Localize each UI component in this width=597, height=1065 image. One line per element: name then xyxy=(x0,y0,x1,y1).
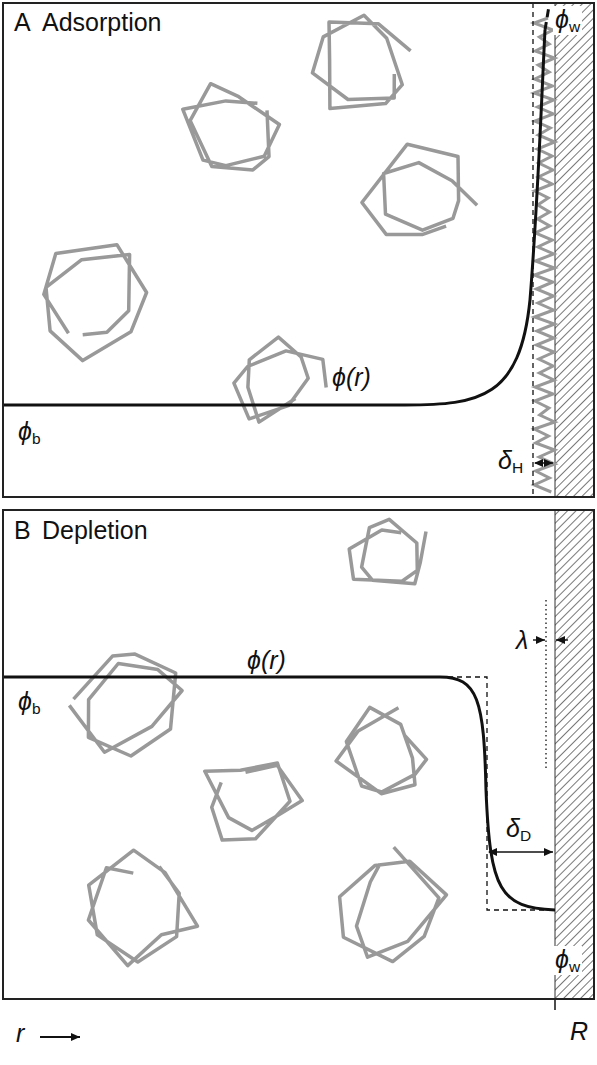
polymer-coil xyxy=(205,763,302,840)
wall-hatch xyxy=(555,510,594,999)
profile-label: ϕ(r) xyxy=(330,364,373,390)
thickness-arrow xyxy=(535,462,553,464)
adsorbed-thickness: δH xyxy=(496,447,525,476)
axis-arrow xyxy=(40,1036,80,1038)
polymer-coil xyxy=(44,245,147,361)
panel-box: A Adsorption xyxy=(2,2,595,498)
profile-curve xyxy=(3,30,545,405)
panel-letter: A xyxy=(14,10,31,35)
polymer-coil xyxy=(312,15,410,108)
panel-title: Depletion xyxy=(42,518,148,543)
polymer-coil xyxy=(362,144,477,234)
polymer-coil xyxy=(340,847,447,961)
depletion-thickness: δD xyxy=(504,815,533,844)
length-label: λ xyxy=(514,627,530,653)
panel-letter: B xyxy=(14,518,31,543)
wall-fraction: ϕw xyxy=(553,946,582,975)
panel-box: B Depletion xyxy=(2,509,595,1000)
panel-title: Adsorption xyxy=(42,10,162,35)
profile-curve xyxy=(545,6,549,30)
polymer-coil xyxy=(234,337,326,422)
polymer-coils xyxy=(44,15,555,965)
lambda-line xyxy=(545,600,546,770)
profile-label: ϕ(r) xyxy=(245,647,288,673)
step-profile xyxy=(430,677,555,910)
polymer-coil xyxy=(336,707,426,793)
polymer-coil xyxy=(349,519,426,584)
adsorbed-layer xyxy=(534,18,555,492)
polymer-coil xyxy=(183,84,280,170)
wall-fraction: ϕw xyxy=(553,6,582,35)
lambda-arrow xyxy=(556,639,568,640)
lambda-arrow xyxy=(533,639,545,640)
axis-label: R xyxy=(568,1018,590,1044)
thickness-arrow xyxy=(489,851,553,853)
bulk-fraction: ϕb xyxy=(16,418,43,447)
profile-curve xyxy=(3,677,555,910)
polymer-coil xyxy=(69,654,182,756)
wall-edge xyxy=(555,510,556,999)
axis-label: r xyxy=(14,1020,26,1046)
wall-hatch xyxy=(555,3,594,497)
axis-tick xyxy=(554,999,556,1010)
polymer-coil xyxy=(88,850,197,965)
bulk-fraction: ϕb xyxy=(16,688,43,717)
